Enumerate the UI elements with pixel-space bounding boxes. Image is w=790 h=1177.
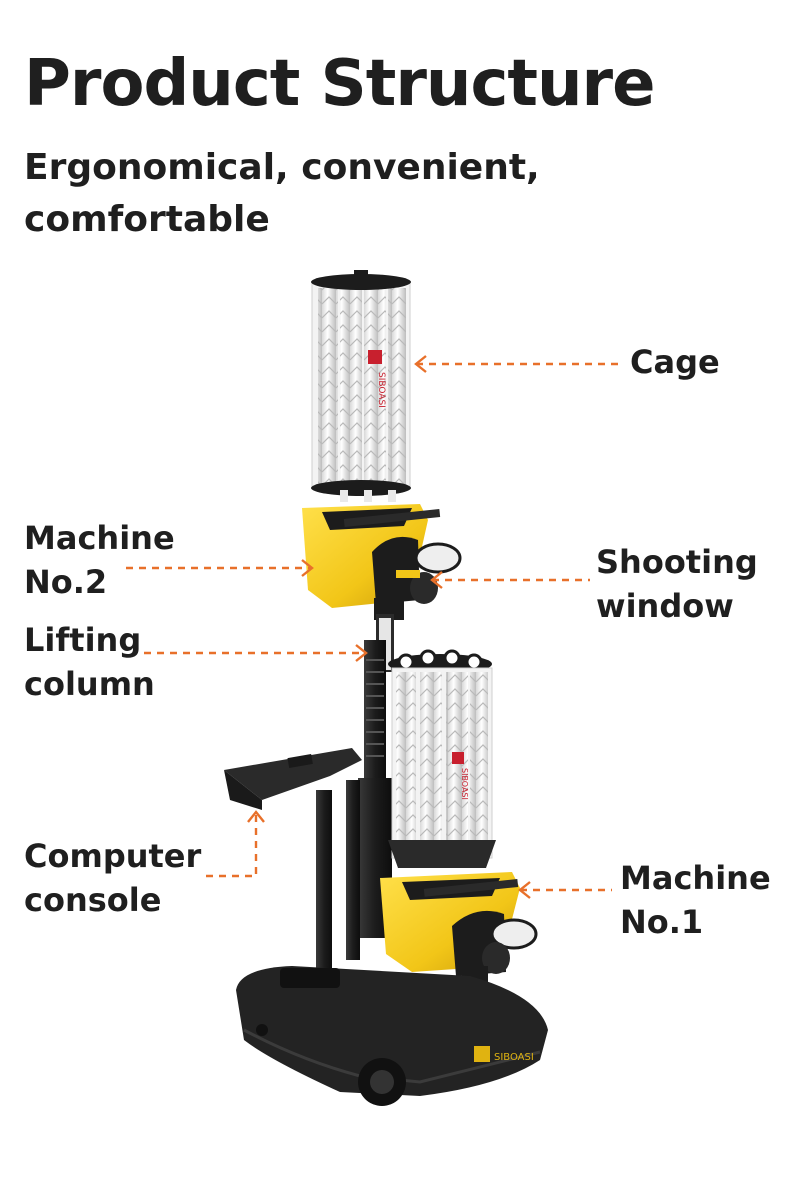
lower-logo-text: SIBOASI (460, 768, 469, 800)
machine1-label: Machine No.1 (620, 856, 771, 944)
shooting-window-label-line1: Shooting (596, 543, 758, 581)
computer-console-label-line2: console (24, 881, 162, 919)
callout-lines (126, 355, 622, 899)
computer-console-label: Computer console (24, 834, 201, 922)
wheeled-base: SIBOASI (236, 966, 548, 1106)
console-frame (224, 748, 362, 980)
machine1-label-line1: Machine (620, 859, 771, 897)
shooting-window-label: Shooting window (596, 540, 758, 628)
upper-cage: SIBOASI (311, 270, 411, 502)
cage-label: Cage (630, 340, 720, 384)
cage-label-text: Cage (630, 343, 720, 381)
computer-console-label-line1: Computer (24, 837, 202, 875)
machine2-label: Machine No.2 (24, 516, 175, 604)
lifting-column (358, 614, 394, 938)
lower-cage: SIBOASI (388, 649, 496, 868)
shooting-window-label-line2: window (596, 587, 734, 625)
lower-machine (380, 872, 538, 986)
console-pointer (206, 812, 258, 878)
machine2-label-line2: No.2 (24, 563, 108, 601)
machine1-label-line2: No.1 (620, 903, 704, 941)
lifting-column-label-line2: column (24, 665, 155, 703)
page-title: Product Structure (24, 47, 655, 121)
page-subtitle: Ergonomical, convenient, comfortable (24, 147, 540, 240)
machine2-label-line1: Machine (24, 519, 175, 557)
lifting-column-label-line1: Lifting (24, 621, 142, 659)
upper-machine (302, 504, 462, 620)
lifting-column-label: Lifting column (24, 618, 155, 706)
base-logo-text: SIBOASI (494, 1052, 534, 1063)
upper-logo-text: SIBOASI (376, 372, 386, 408)
